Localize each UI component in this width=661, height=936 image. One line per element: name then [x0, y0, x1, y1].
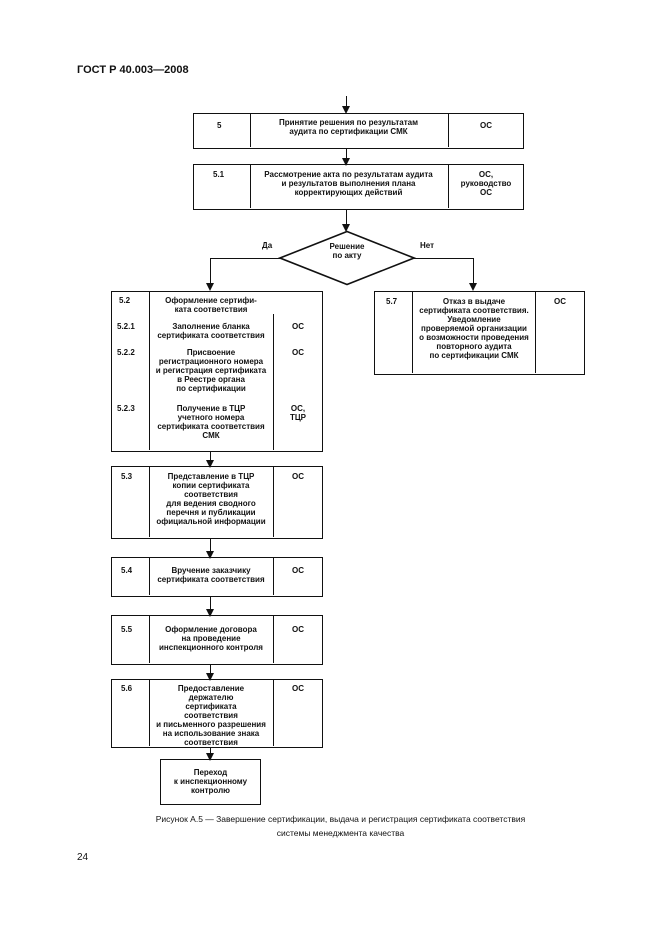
step-5-3-responsible: ОС [292, 472, 304, 481]
step-5-2-2-responsible: ОС [292, 348, 304, 357]
step-5-6-number: 5.6 [121, 684, 133, 693]
step-5-1-box [193, 164, 524, 210]
step-5-3-box [111, 466, 323, 539]
end-text: Переход к инспекционному контролю [173, 768, 248, 795]
step-5-1-text: Рассмотрение акта по результатам аудита … [264, 170, 433, 197]
decision-diamond [278, 230, 416, 286]
step-5-2-1-number: 5.2.1 [117, 322, 135, 331]
step-5-4-number: 5.4 [121, 566, 133, 575]
connector-line [210, 597, 211, 611]
connector-line [210, 665, 211, 675]
step-5-2-box [111, 291, 323, 452]
end-box [160, 759, 261, 805]
decision-no-label: Нет [420, 241, 435, 250]
step-5-5-number: 5.5 [121, 625, 133, 634]
step-5-2-1-responsible: ОС [292, 322, 304, 331]
step-5-7-box [374, 291, 585, 375]
arrow-down-icon [342, 158, 350, 166]
step-5-2-3-responsible: ОС, ТЦР [289, 404, 307, 422]
step-5-6-text: Предоставление держателю сертификата соо… [156, 684, 266, 747]
document-header: ГОСТ Р 40.003—2008 [77, 64, 189, 76]
step-5-2-2-text: Присвоение регистрационного номера и рег… [155, 348, 267, 393]
step-5-6-responsible: ОС [292, 684, 304, 693]
step-5-3-number: 5.3 [121, 472, 133, 481]
connector-line [473, 258, 474, 285]
step-5-2-3-number: 5.2.3 [117, 404, 135, 413]
connector-line [210, 258, 211, 285]
connector-line [210, 452, 211, 462]
decision-text: Решение по акту [329, 242, 365, 260]
step-5-1-number: 5.1 [213, 170, 225, 179]
connector-line [210, 748, 211, 755]
connector-line [210, 539, 211, 553]
step-5-2-text: Оформление сертифи- ката соответствия [165, 296, 257, 314]
step-5-4-responsible: ОС [292, 566, 304, 575]
step-5-4-box [111, 557, 323, 597]
page-number: 24 [77, 852, 89, 863]
figure-caption-line-2: системы менеджмента качества [276, 828, 405, 838]
step-5-3-text: Представление в ТЦР копии сертификата со… [156, 472, 266, 526]
step-5-4-text: Вручение заказчику сертификата соответст… [157, 566, 265, 584]
step-5-responsible: ОС [480, 121, 492, 130]
step-5-text: Принятие решения по результатам аудита п… [278, 118, 418, 136]
step-5-1-responsible: ОС, руководство ОС [460, 170, 512, 197]
arrow-down-icon [206, 609, 214, 617]
connector-line [346, 96, 347, 108]
step-5-box [193, 113, 524, 149]
step-5-number: 5 [217, 121, 222, 130]
connector-line [210, 258, 280, 259]
step-5-7-number: 5.7 [386, 297, 398, 306]
decision-yes-label: Да [262, 241, 273, 250]
step-5-2-3-text: Получение в ТЦР учетного номера сертифик… [157, 404, 265, 440]
arrow-down-icon [206, 753, 214, 761]
connector-line [414, 258, 474, 259]
arrow-down-icon [342, 224, 350, 232]
connector-line [346, 210, 347, 226]
arrow-down-icon [206, 283, 214, 291]
connector-line [346, 149, 347, 160]
step-5-5-responsible: ОС [292, 625, 304, 634]
step-5-7-responsible: ОС [554, 297, 566, 306]
figure-caption-line-1: Рисунок А.5 — Завершение сертификации, в… [155, 814, 526, 824]
arrow-down-icon [206, 460, 214, 468]
arrow-down-icon [206, 673, 214, 681]
step-5-2-number: 5.2 [119, 296, 131, 305]
step-5-5-text: Оформление договора на проведение инспек… [159, 625, 263, 652]
arrow-down-icon [206, 551, 214, 559]
arrow-down-icon [469, 283, 477, 291]
arrow-down-icon [342, 106, 350, 114]
step-5-6-box [111, 679, 323, 748]
step-5-2-2-number: 5.2.2 [117, 348, 135, 357]
step-5-7-text: Отказ в выдаче сертификата соответствия.… [419, 297, 529, 360]
step-5-5-box [111, 615, 323, 665]
step-5-2-1-text: Заполнение бланка сертификата соответств… [157, 322, 265, 340]
